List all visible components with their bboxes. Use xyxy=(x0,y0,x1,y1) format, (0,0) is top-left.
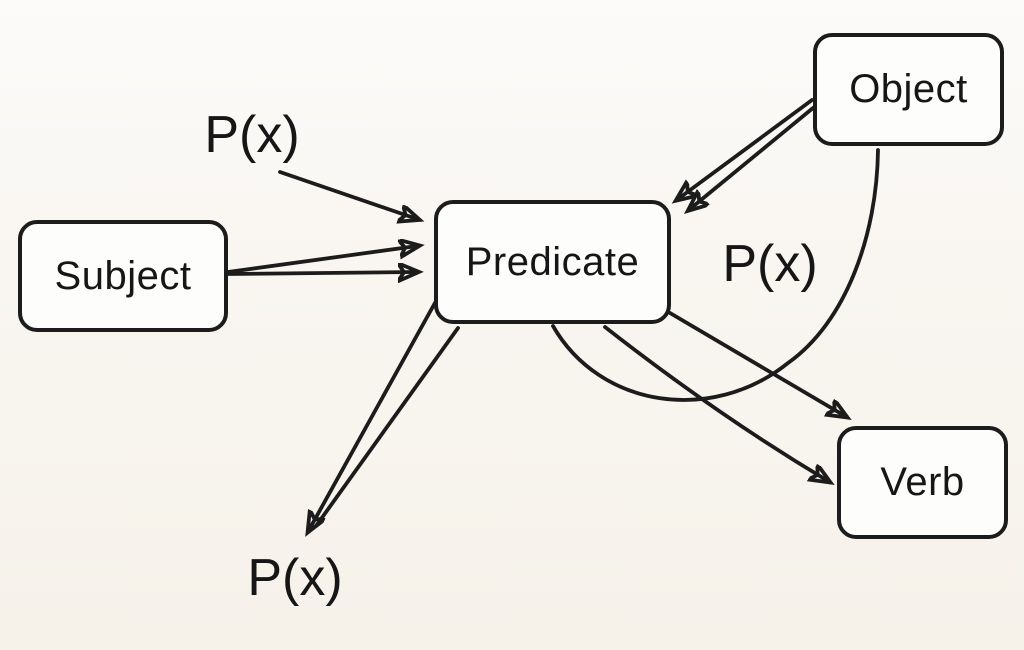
annotation-px-right: P(x) xyxy=(722,235,818,293)
node-predicate-label: Predicate xyxy=(465,239,640,284)
edge-predicate-to-verb-upper xyxy=(668,311,845,416)
edge-subject-to-predicate-upper xyxy=(226,246,417,274)
edge-predicate-to-px-bottom-arrow xyxy=(309,299,438,530)
edge-object-to-predicate-upper xyxy=(678,98,814,199)
node-verb: Verb xyxy=(837,426,1008,539)
node-subject-label: Subject xyxy=(54,253,192,298)
annotation-px-bottom: P(x) xyxy=(247,549,343,607)
edge-object-to-predicate-lower xyxy=(690,106,815,209)
node-predicate: Predicate xyxy=(434,200,671,324)
edge-predicate-to-px-bottom-line xyxy=(314,326,460,528)
node-verb-label: Verb xyxy=(880,460,965,504)
node-object-label: Object xyxy=(849,67,968,111)
edge-predicate-to-verb-lower xyxy=(603,325,828,481)
edge-predicate-object-arc xyxy=(551,148,880,402)
edge-px-top-to-predicate xyxy=(278,170,417,219)
node-subject: Subject xyxy=(18,220,228,332)
annotation-px-top: P(x) xyxy=(204,106,300,164)
node-object: Object xyxy=(813,33,1004,146)
edge-subject-to-predicate-lower xyxy=(226,272,416,274)
